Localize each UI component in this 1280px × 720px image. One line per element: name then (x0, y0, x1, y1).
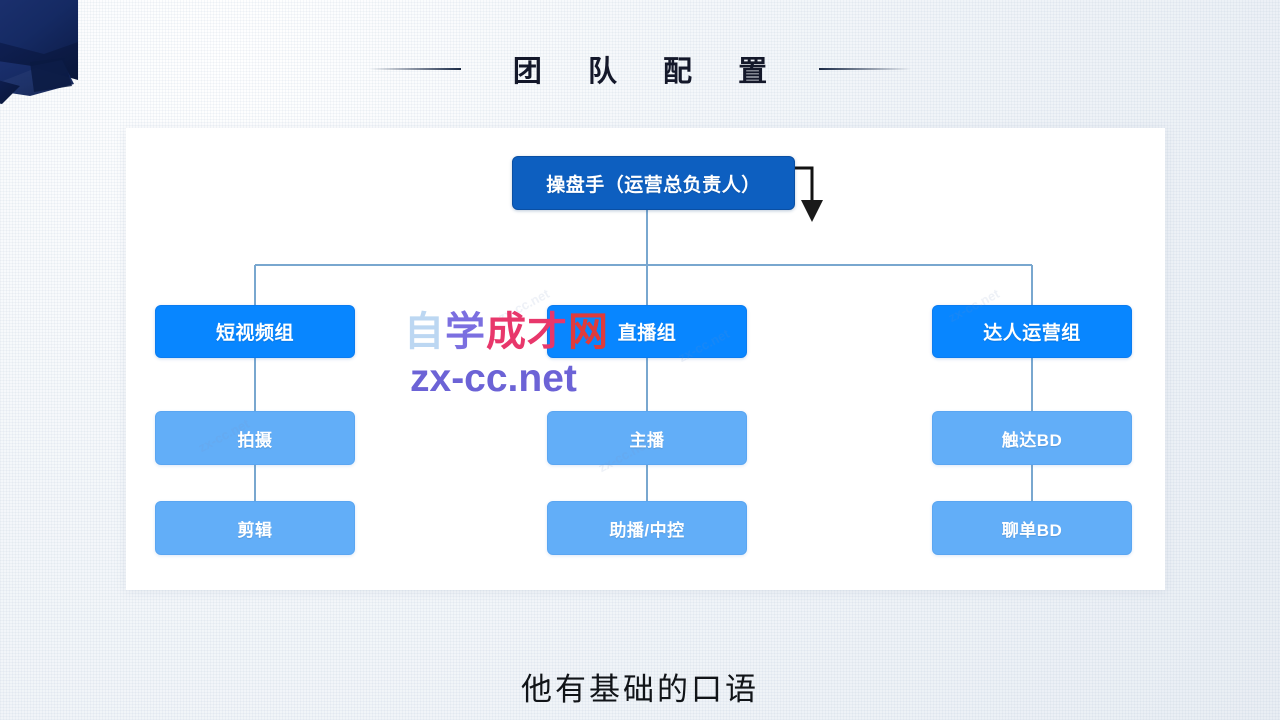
org-node-group-livestream[interactable]: 直播组 (547, 305, 747, 358)
org-node-group-influencer-ops[interactable]: 达人运营组 (932, 305, 1132, 358)
org-node-leaf-assistant-host[interactable]: 助播/中控 (547, 501, 747, 555)
title-rule-right (819, 68, 912, 70)
org-node-label: 剪辑 (237, 520, 273, 540)
org-node-leaf-host[interactable]: 主播 (547, 411, 747, 465)
page-title: 团 队 配 置 (512, 54, 786, 88)
org-node-label: 直播组 (617, 323, 677, 344)
org-node-label: 触达BD (1001, 430, 1063, 450)
org-node-group-short-video[interactable]: 短视频组 (155, 305, 355, 358)
ghost-watermark: zx-cc.net (495, 285, 552, 326)
corner-ribbon-icon (0, 0, 78, 104)
org-chart: zx-cc.net zx-cc.net zx-cc.net zx-cc.net … (126, 128, 1165, 590)
org-node-leaf-outreach-bd[interactable]: 触达BD (932, 411, 1132, 465)
org-node-label: 达人运营组 (983, 323, 1081, 344)
org-node-label: 助播/中控 (609, 520, 685, 540)
slide-title-row: 团 队 配 置 (0, 44, 1280, 94)
org-node-leaf-filming[interactable]: 拍摄 (155, 411, 355, 465)
org-node-label: 主播 (629, 430, 665, 450)
org-node-label: 短视频组 (215, 323, 294, 344)
org-node-label: 操盘手（运营总负责人） (546, 174, 761, 196)
corner-ribbon (0, 0, 110, 112)
org-node-label: 聊单BD (1001, 520, 1063, 540)
org-node-leaf-chat-bd[interactable]: 聊单BD (932, 501, 1132, 555)
org-node-label: 拍摄 (237, 430, 273, 450)
title-rule-left (368, 68, 461, 70)
slide-caption: 他有基础的口语 (521, 672, 759, 708)
elbow-arrow-pointer-icon (792, 166, 823, 222)
org-node-root[interactable]: 操盘手（运营总负责人） (512, 156, 795, 210)
org-node-leaf-editing[interactable]: 剪辑 (155, 501, 355, 555)
